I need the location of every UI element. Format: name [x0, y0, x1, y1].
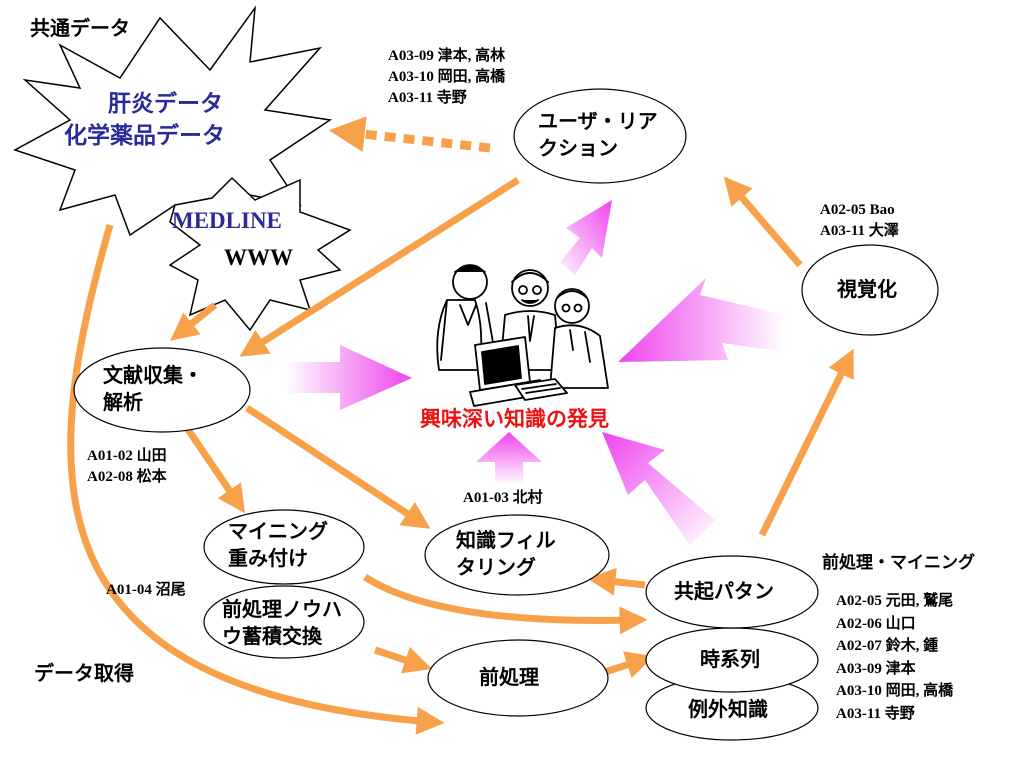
node-literature-line1: 文献収集・ [103, 363, 203, 387]
node-filter-line1: 知識フィル [456, 528, 556, 552]
label-discovery: 興味深い知識の発見 [420, 407, 609, 431]
node-visualization-shape [801, 244, 939, 336]
arrow-medline-to-literature [170, 302, 218, 341]
node-filter: 知識フィル タリング [456, 527, 556, 581]
ref-item: A01-02 山田 [87, 448, 167, 464]
node-preprocess: 前処理 [479, 664, 539, 691]
node-cooccurrence: 共起パタン [674, 578, 774, 605]
magenta-arrow-cooccurrence [602, 432, 715, 545]
ref-item: A03-11 寺野 [388, 90, 467, 106]
node-visualization: 視覚化 [837, 276, 897, 303]
arrow-cooccurrence-to-filter [587, 567, 646, 596]
ref-item: A03-10 岡田, 高橋 [388, 69, 506, 85]
node-visualization-line1: 視覚化 [837, 277, 897, 301]
node-mining-line2: 重み付け [228, 546, 308, 570]
node-mining-line1: マイニング [228, 519, 328, 543]
magenta-arrow-visualization [618, 278, 786, 362]
refs-filter: A01-03 北村 [463, 488, 543, 509]
arrow-literature-to-filter [245, 405, 431, 529]
arrow-cooccurrence-to-visualization [758, 348, 854, 537]
ref-item: A03-11 大澤 [820, 223, 899, 239]
label-preprocessing-mining: 前処理・マイニング [822, 553, 975, 573]
node-knowhow-shape [203, 585, 365, 659]
label-common-data: 共通データ [30, 16, 130, 40]
ref-item: A02-07 鈴木, 鍾 [836, 638, 939, 654]
node-filter-line2: タリング [456, 555, 536, 579]
node-cooccurrence-shape [645, 555, 819, 629]
burst-medline-line2: WWW [224, 245, 293, 270]
node-literature: 文献収集・ 解析 [103, 362, 203, 416]
ref-item: A01-04 沼尾 [106, 582, 186, 598]
node-timeseries: 時系列 [700, 646, 760, 673]
ref-item: A03-09 津本, 高林 [388, 48, 506, 64]
ref-item: A02-05 Bao [820, 202, 895, 218]
node-knowhow: 前処理ノウハ ウ蓄積交換 [222, 596, 342, 650]
node-filter-shape [424, 514, 610, 596]
magenta-arrow-literature [285, 345, 412, 410]
node-user-reaction-line2: クション [538, 136, 618, 160]
arrow-visualization-to-user [723, 176, 803, 268]
ref-item: A02-08 松本 [87, 469, 167, 485]
refs-preproc-mining: A02-05 元田, 鷲尾 A02-06 山口 A02-07 鈴木, 鍾 A03… [836, 590, 953, 725]
refs-literature: A01-02 山田 A02-08 松本 [87, 446, 167, 488]
node-timeseries-line1: 時系列 [700, 647, 760, 671]
node-literature-shape [73, 347, 251, 433]
arrow-user-to-common [328, 116, 491, 153]
ref-item: A02-06 山口 [836, 615, 916, 632]
ref-item: A01-03 北村 [463, 490, 543, 506]
node-preprocess-line1: 前処理 [479, 665, 539, 689]
burst-medline-shape [168, 176, 352, 332]
label-data-acquisition: データ取得 [34, 661, 134, 685]
ref-item: A03-09 津本 [836, 660, 916, 677]
ref-item: A03-11 寺野 [836, 705, 915, 722]
burst-main-line1: 肝炎データ [108, 91, 223, 117]
arrow-user-to-literature [239, 177, 520, 357]
node-knowhow-line1: 前処理ノウハ [222, 597, 342, 621]
people-computer-illustration [436, 264, 609, 407]
node-preprocess-shape [427, 639, 609, 717]
node-user-reaction-shape [513, 88, 687, 184]
node-knowhow-line2: ウ蓄積交換 [222, 624, 322, 648]
node-exception: 例外知識 [688, 696, 768, 723]
node-cooccurrence-line1: 共起パタン [674, 579, 774, 603]
refs-visualization: A02-05 Bao A03-11 大澤 [820, 200, 899, 242]
node-mining: マイニング 重み付け [228, 518, 328, 572]
node-user-reaction-line1: ユーザ・リア [538, 109, 658, 133]
node-exception-line1: 例外知識 [688, 697, 768, 721]
burst-medline-line1: MEDLINE [172, 208, 282, 233]
refs-knowhow: A01-04 沼尾 [106, 580, 186, 601]
arrow-knowhow-to-preprocess [373, 646, 432, 674]
arrow-mining-to-cooccurrence [363, 574, 648, 635]
arrow-literature-to-mining [182, 423, 246, 514]
arrow-data-acquisition [67, 224, 445, 735]
node-mining-shape [203, 509, 365, 585]
magenta-arrow-filter [476, 432, 542, 485]
node-literature-line2: 解析 [103, 390, 143, 414]
arrow-preprocess-to-timeseries [603, 651, 654, 679]
magenta-arrow-user [560, 200, 612, 275]
refs-user-reaction: A03-09 津本, 高林 A03-10 岡田, 高橋 A03-11 寺野 [388, 46, 505, 109]
burst-main-line2: 化学薬品データ [64, 123, 225, 149]
node-user-reaction: ユーザ・リア クション [538, 108, 658, 162]
ref-item: A03-10 岡田, 高橋 [836, 683, 954, 699]
burst-main-text: 肝炎データ 化学薬品データ [64, 88, 225, 152]
ref-item: A02-05 元田, 鷲尾 [836, 593, 954, 609]
